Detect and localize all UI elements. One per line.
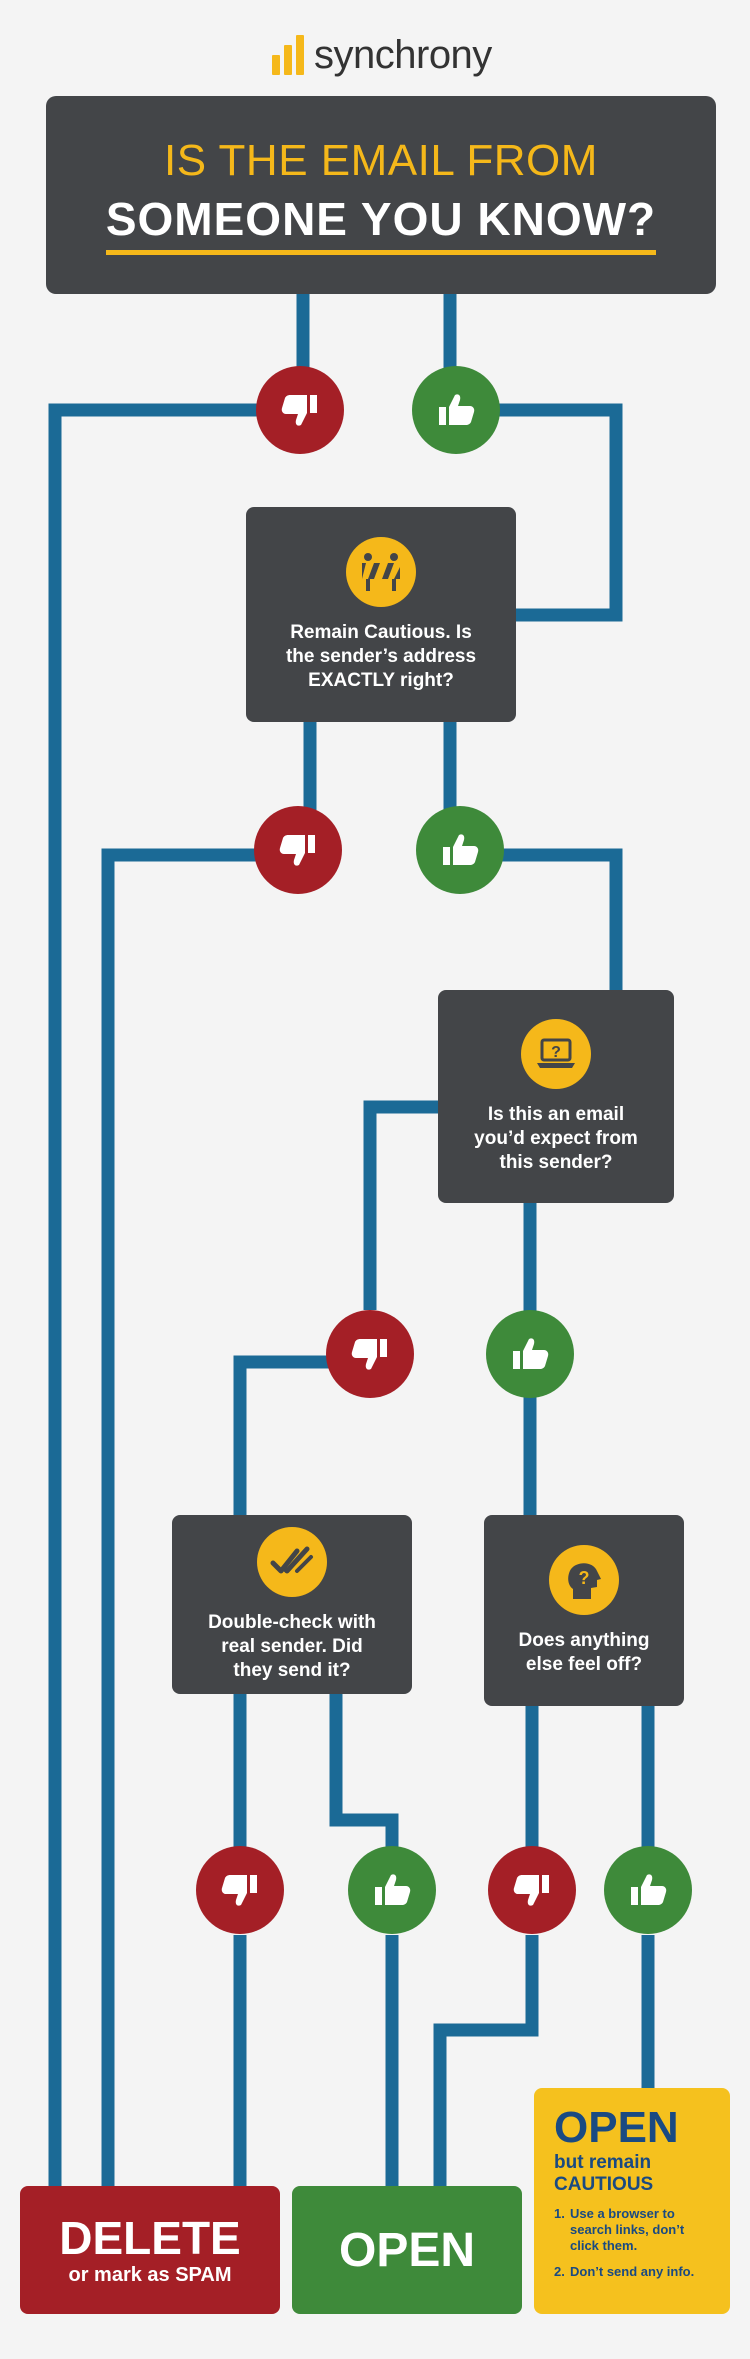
caution-tip-text: Use a browser to search links, don’t cli… xyxy=(570,2206,685,2253)
logo-text: synchrony xyxy=(314,32,492,77)
thumbs-down-no-feel-off xyxy=(488,1846,576,1934)
question-box-address: Remain Cautious. Is the sender’s address… xyxy=(246,507,516,722)
road-barrier-icon xyxy=(346,536,416,607)
thumbs-down-icon xyxy=(351,1339,387,1370)
outcome-open: OPEN xyxy=(292,2186,522,2314)
thumbs-down-no-address xyxy=(254,806,342,894)
thumbs-up-yes-address xyxy=(416,806,504,894)
thumbs-down-no-expect xyxy=(326,1310,414,1398)
question-text-double-check: Double-check with real sender. Did they … xyxy=(208,1611,376,1681)
head-question-icon: ? xyxy=(549,1544,619,1615)
title-line-1: Is the email from xyxy=(164,135,598,185)
question-text-expect: Is this an email you’d expect from this … xyxy=(474,1103,638,1173)
question-box-double-check: Double-check with real sender. Did they … xyxy=(172,1515,412,1694)
laptop-question-icon: ? xyxy=(521,1018,591,1089)
thumbs-down-icon xyxy=(281,395,317,426)
delete-sublabel: or mark as SPAM xyxy=(68,2263,232,2286)
caution-tip-text: Don’t send any info. xyxy=(570,2264,695,2279)
thumbs-down-icon xyxy=(513,1875,549,1906)
svg-text:?: ? xyxy=(551,1044,561,1061)
question-text-address: Remain Cautious. Is the sender’s address… xyxy=(285,621,477,691)
open-label: OPEN xyxy=(338,2223,476,2277)
question-box-expect: ? Is this an email you’d expect from thi… xyxy=(438,990,674,1203)
caution-tip: 1. Use a browser to search links, don’t … xyxy=(554,2206,710,2254)
synchrony-logo: synchrony xyxy=(272,30,492,80)
caution-tip-number: 1. xyxy=(554,2206,565,2221)
thumbs-up-yes-known xyxy=(412,366,500,454)
outcome-open-cautious: OPEN but remain CAUTIOUS 1. Use a browse… xyxy=(534,2088,730,2314)
open-cautious-label: OPEN xyxy=(554,2103,679,2152)
delete-label: DELETE xyxy=(59,2211,241,2264)
open-cautious-sublabel: but remain CAUTIOUS xyxy=(554,2152,654,2195)
double-check-icon xyxy=(257,1526,327,1597)
thumbs-up-icon xyxy=(375,1874,411,1905)
outcome-delete: DELETE or mark as SPAM xyxy=(20,2186,280,2314)
title-line-2: someone you know? xyxy=(105,192,657,255)
thumbs-down-icon xyxy=(221,1875,257,1906)
thumbs-up-yes-expect xyxy=(486,1310,574,1398)
thumbs-up-icon xyxy=(513,1338,549,1369)
thumbs-up-yes-double-check xyxy=(348,1846,436,1934)
thumbs-up-icon xyxy=(631,1874,667,1905)
caution-tip: 2. Don’t send any info. xyxy=(554,2264,710,2280)
thumbs-up-icon xyxy=(439,394,475,425)
thumbs-down-icon xyxy=(279,835,315,866)
caution-tip-number: 2. xyxy=(554,2264,565,2279)
question-text-feel-off: Does anything else feel off? xyxy=(518,1629,650,1675)
thumbs-down-no-double-check xyxy=(196,1846,284,1934)
thumbs-down-no-known xyxy=(256,366,344,454)
thumbs-up-yes-feel-off xyxy=(604,1846,692,1934)
question-box-feel-off: ? Does anything else feel off? xyxy=(484,1515,684,1706)
logo-bars-icon xyxy=(272,35,304,75)
svg-text:?: ? xyxy=(579,1568,590,1588)
thumbs-up-icon xyxy=(443,834,479,865)
title-banner: Is the email from someone you know? xyxy=(46,96,716,294)
